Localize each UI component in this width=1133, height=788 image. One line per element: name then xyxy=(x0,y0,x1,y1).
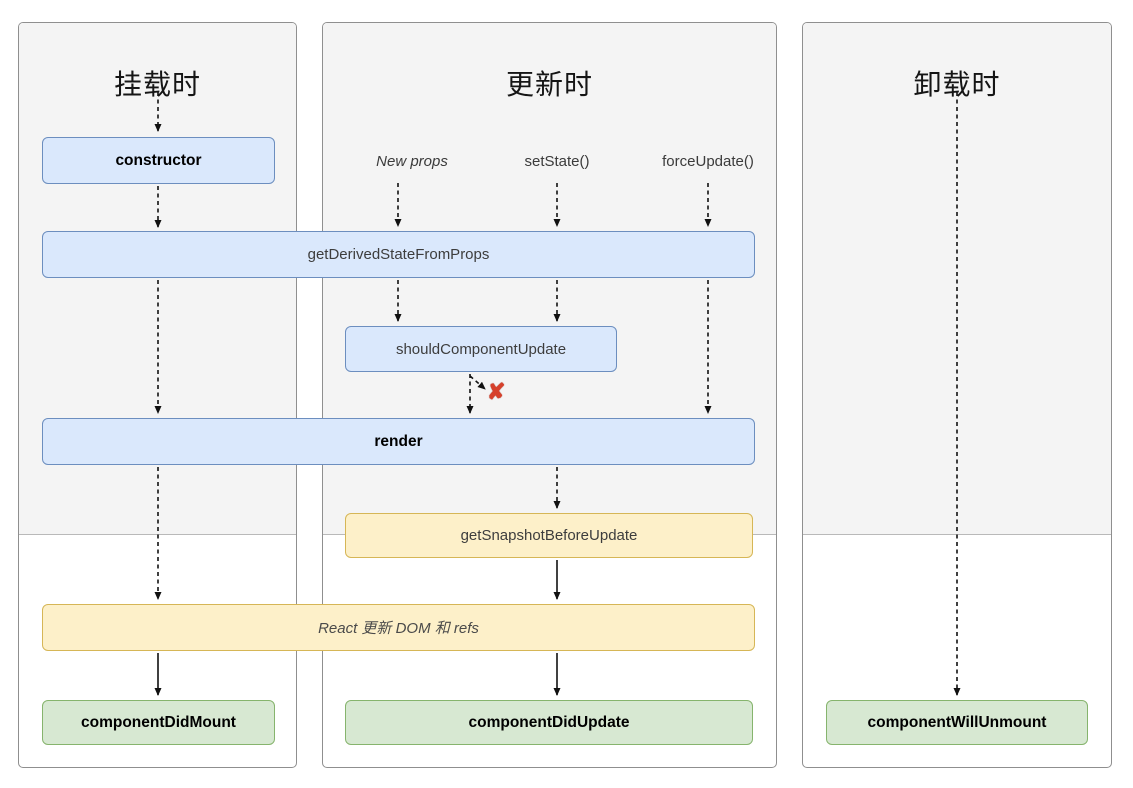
node-get-snapshot-before-update: getSnapshotBeforeUpdate xyxy=(345,513,753,558)
node-component-did-update: componentDidUpdate xyxy=(345,700,753,745)
mounting-title: 挂载时 xyxy=(113,69,201,100)
updating-title: 更新时 xyxy=(505,69,593,100)
node-component-will-unmount: componentWillUnmount xyxy=(826,700,1088,745)
node-component-did-mount: componentDidMount xyxy=(42,700,275,745)
cancel-x-icon: ✘ xyxy=(487,379,506,404)
trigger-force-update: forceUpdate() xyxy=(662,153,754,170)
node-render: render xyxy=(42,418,755,465)
node-should-component-update: shouldComponentUpdate xyxy=(345,326,617,372)
trigger-new-props: New props xyxy=(376,153,448,170)
node-react-updates-dom-and-refs: React 更新 DOM 和 refs xyxy=(42,604,755,651)
node-constructor: constructor xyxy=(42,137,275,184)
node-get-derived-state-from-props: getDerivedStateFromProps xyxy=(42,231,755,278)
trigger-set-state: setState() xyxy=(524,153,590,170)
